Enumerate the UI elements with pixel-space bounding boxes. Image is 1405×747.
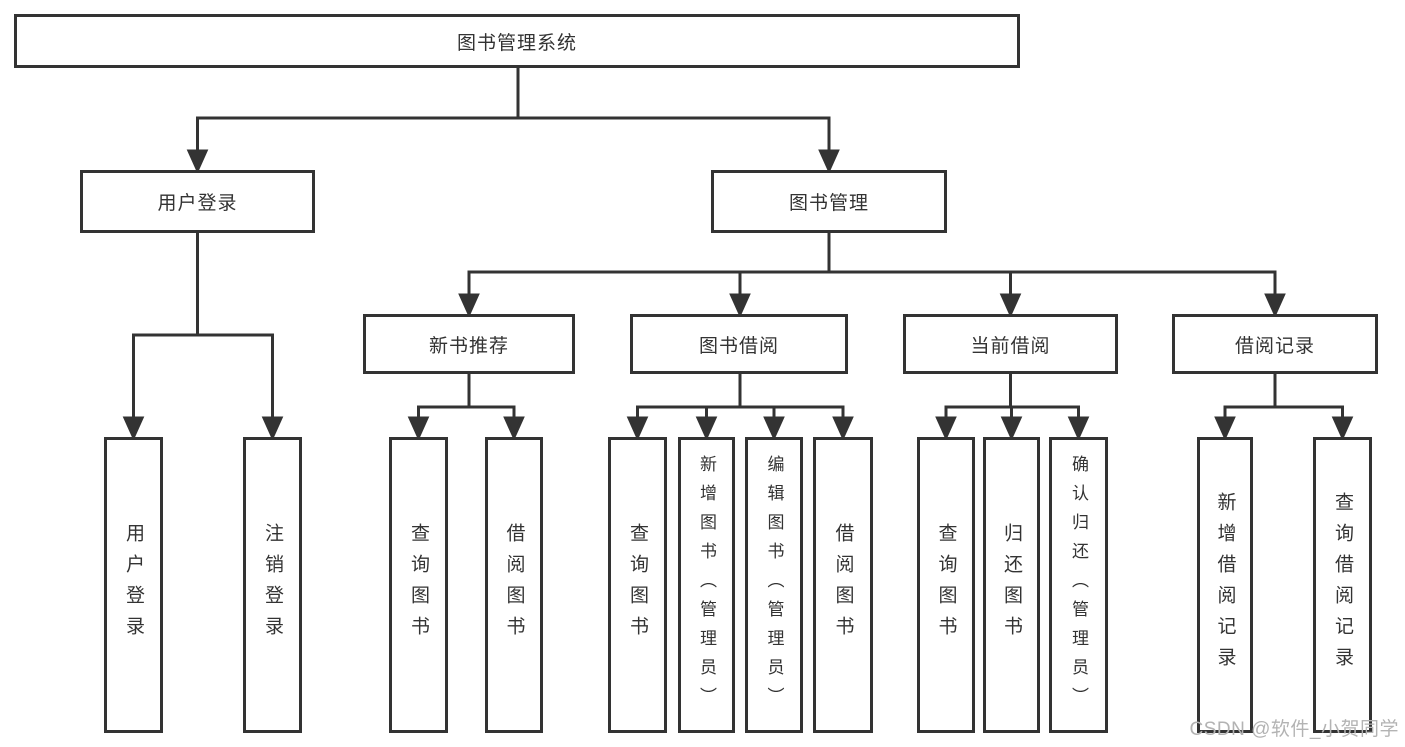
leaf-edit-books-admin: 编辑图书（管理员）	[745, 437, 803, 733]
leaf-query-books-current: 查询图书	[917, 437, 975, 733]
leaf-query-books-borrowing: 查询图书	[608, 437, 667, 733]
node-borrowing-records: 借阅记录	[1172, 314, 1378, 374]
node-book-borrowing: 图书借阅	[630, 314, 848, 374]
csdn-watermark: CSDN @软件_小贺同学	[1189, 719, 1399, 740]
leaf-user-login: 用户登录	[104, 437, 163, 733]
leaf-query-books-recommend: 查询图书	[389, 437, 448, 733]
leaf-return-books: 归还图书	[983, 437, 1040, 733]
leaf-borrow-books-borrowing: 借阅图书	[813, 437, 873, 733]
node-library-management-system: 图书管理系统	[14, 14, 1020, 68]
leaf-query-borrow-record: 查询借阅记录	[1313, 437, 1372, 733]
node-current-borrowing: 当前借阅	[903, 314, 1118, 374]
node-book-management: 图书管理	[711, 170, 947, 233]
leaf-add-books-admin: 新增图书（管理员）	[678, 437, 735, 733]
leaf-add-borrow-record: 新增借阅记录	[1197, 437, 1253, 733]
leaf-confirm-return-admin: 确认归还（管理员）	[1049, 437, 1108, 733]
leaf-borrow-books-recommend: 借阅图书	[485, 437, 543, 733]
node-new-book-recommend: 新书推荐	[363, 314, 575, 374]
node-user-login: 用户登录	[80, 170, 315, 233]
leaf-logout-login: 注销登录	[243, 437, 302, 733]
